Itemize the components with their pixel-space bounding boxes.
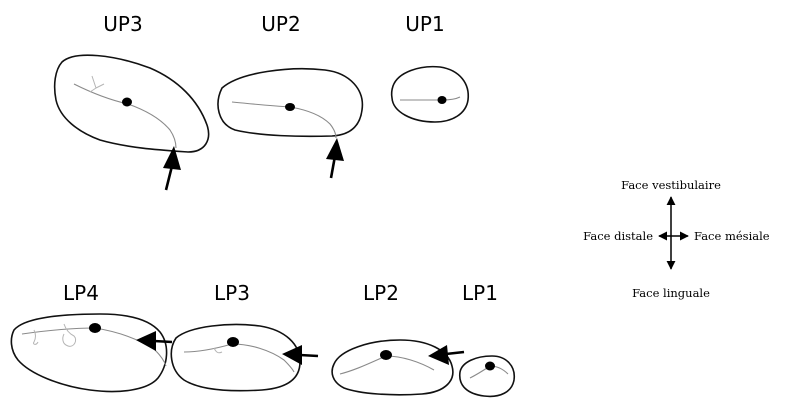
pulp-dot-up3 bbox=[122, 97, 132, 107]
tooth-lp4 bbox=[10, 313, 173, 393]
label-up2: UP2 bbox=[261, 12, 300, 36]
arrow-up3 bbox=[163, 146, 181, 170]
tooth-up1 bbox=[390, 65, 469, 123]
label-up1: UP1 bbox=[405, 12, 444, 36]
tooth-lp1 bbox=[459, 355, 516, 398]
label-up3: UP3 bbox=[103, 12, 142, 36]
pulp-dot-up2 bbox=[285, 103, 295, 111]
label-lp1: LP1 bbox=[462, 281, 498, 305]
tooth-up3 bbox=[53, 54, 210, 191]
pulp-dot-lp1 bbox=[485, 361, 495, 371]
tooth-up2 bbox=[217, 68, 364, 179]
label-lp2: LP2 bbox=[363, 281, 399, 305]
label-lp3: LP3 bbox=[214, 281, 250, 305]
pulp-dot-lp4 bbox=[89, 323, 101, 333]
orientation-compass: Face vestibulaire Face distale Face mési… bbox=[583, 178, 770, 300]
arrow-lp4 bbox=[136, 331, 156, 351]
label-lp4: LP4 bbox=[63, 281, 99, 305]
arrow-lp3 bbox=[282, 345, 302, 365]
pulp-dot-up1 bbox=[437, 96, 447, 104]
tooth-lp3 bbox=[170, 323, 319, 392]
label-face-linguale: Face linguale bbox=[632, 286, 710, 300]
pulp-dot-lp2 bbox=[380, 350, 392, 360]
arrow-up2 bbox=[326, 138, 344, 161]
label-face-distale: Face distale bbox=[583, 229, 653, 243]
tooth-lp2 bbox=[331, 339, 465, 396]
arrow-lp2 bbox=[428, 345, 449, 365]
pulp-dot-lp3 bbox=[227, 337, 239, 347]
label-face-vestibulaire: Face vestibulaire bbox=[621, 178, 721, 192]
label-face-mesiale: Face mésiale bbox=[694, 229, 770, 243]
